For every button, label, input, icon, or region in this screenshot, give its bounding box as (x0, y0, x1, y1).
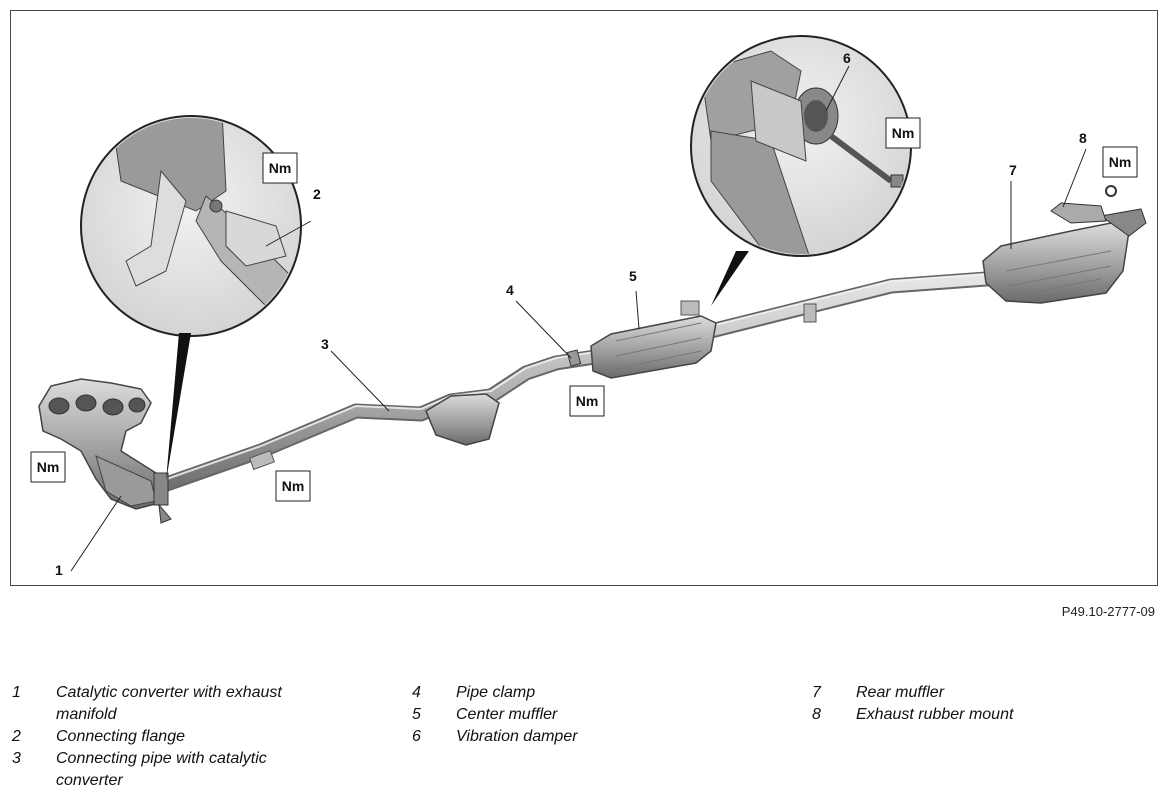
figure-id: P49.10-2777-09 (1061, 604, 1155, 619)
callout-7: 7 (1009, 162, 1017, 178)
catalytic-converter (38, 378, 172, 524)
legend-item: 3 Connecting pipe with catalytic convert… (12, 750, 267, 789)
torque-label-pipe-clamp: Nm (576, 393, 599, 409)
exhaust-system-figure: 1 2 3 4 5 6 7 8 Nm Nm Nm Nm Nm Nm (10, 10, 1158, 586)
legend-item: 5 Center muffler (412, 706, 558, 723)
leader-lines (70, 65, 1087, 572)
legend-column-1: 1 Catalytic converter with exhaust manif… (12, 682, 326, 792)
pipe-clamp (566, 349, 582, 367)
exhaust-diagram: 1 2 3 4 5 6 7 8 Nm Nm Nm Nm Nm Nm (30, 35, 1147, 578)
center-muffler (590, 300, 717, 379)
callout-5: 5 (629, 268, 637, 284)
torque-label-damper: Nm (892, 125, 915, 141)
detail-circle-connecting-flange (80, 115, 302, 481)
callout-4: 4 (506, 282, 514, 298)
torque-label-flange: Nm (269, 160, 292, 176)
legend-item: 4 Pipe clamp (412, 684, 536, 701)
callout-3: 3 (321, 336, 329, 352)
torque-label-rear-mount: Nm (1109, 154, 1132, 170)
legend-item: 7 Rear muffler (812, 684, 945, 701)
legend-column-2: 4 Pipe clamp 5 Center muffler 6 Vibratio… (412, 682, 726, 748)
torque-label-pipe: Nm (282, 478, 305, 494)
front-resonator (425, 393, 500, 446)
legend-column-3: 7 Rear muffler 8 Exhaust rubber mount (812, 682, 1126, 726)
callout-6: 6 (843, 50, 851, 66)
exhaust-pipe (153, 265, 1049, 494)
legend-item: 1 Catalytic converter with exhaust manif… (12, 684, 282, 723)
legend-item: 6 Vibration damper (412, 728, 578, 745)
callout-1: 1 (55, 562, 63, 578)
detail-circle-vibration-damper (690, 35, 912, 306)
torque-label-manifold: Nm (37, 459, 60, 475)
callout-2: 2 (313, 186, 321, 202)
exhaust-rubber-mount (1050, 202, 1107, 224)
legend-item: 2 Connecting flange (12, 728, 185, 745)
callout-8: 8 (1079, 130, 1087, 146)
legend-item: 8 Exhaust rubber mount (812, 706, 1014, 723)
rear-muffler (982, 185, 1147, 304)
